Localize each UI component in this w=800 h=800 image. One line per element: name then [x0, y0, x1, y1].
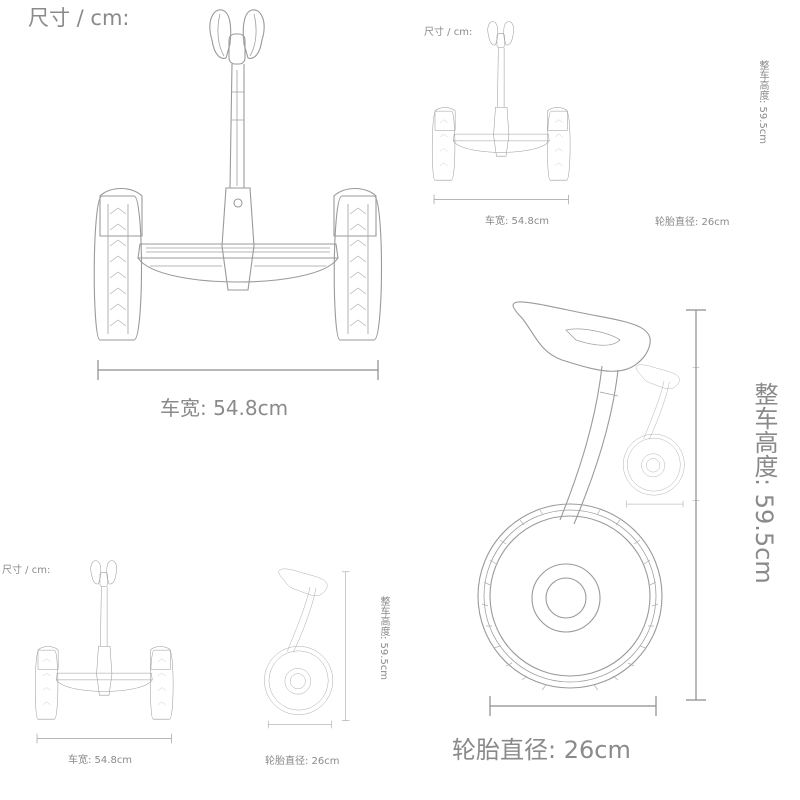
height-label-large: 整车高度: 59.5cm [750, 382, 778, 584]
width-label-large: 车宽: 54.8cm [160, 396, 289, 420]
tire-diameter-label-bottom-left: 轮胎直径: 26cm [265, 756, 340, 767]
size-heading-bottom-left: 尺寸 / cm: [2, 565, 51, 576]
tire-diameter-label-large: 轮胎直径: 26cm [452, 736, 631, 764]
tire-diameter-label-top-right: 轮胎直径: 26cm [655, 217, 730, 228]
height-label-top-right: 整车高度: 59.5cm [757, 60, 768, 145]
width-label-bottom-left: 车宽: 54.8cm [68, 755, 133, 766]
height-label-bottom-left: 整车高度: 59.5cm [378, 596, 389, 681]
size-heading-large: 尺寸 / cm: [28, 6, 130, 30]
width-label-top-right: 车宽: 54.8cm [485, 216, 550, 227]
size-heading-top-right: 尺寸 / cm: [424, 27, 473, 38]
